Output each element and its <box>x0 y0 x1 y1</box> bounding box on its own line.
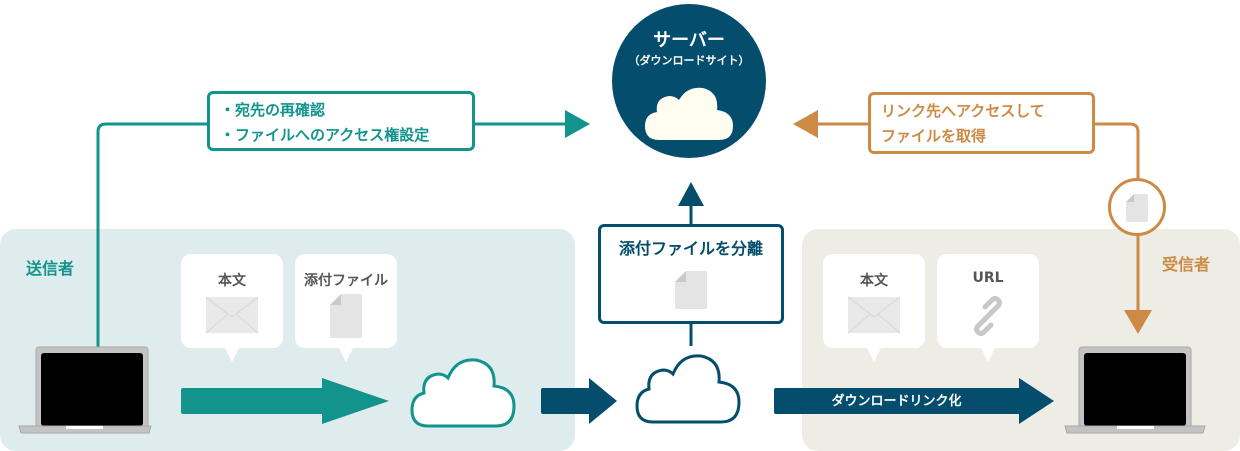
receiver-label: 受信者 <box>1162 255 1211 274</box>
receiver-bubble-body: 本文 <box>823 254 925 362</box>
server-subtitle: （ダウンロードサイト） <box>628 54 750 67</box>
receiver-flow-line <box>818 122 1140 312</box>
receiver-callout-line-1: リンク先へアクセスして <box>881 102 1045 120</box>
sender-bubble-attachment: 添付ファイル <box>295 254 397 362</box>
sender-callout-line-2: ・ファイルへのアクセス権設定 <box>220 126 430 144</box>
server-title: サーバー <box>653 30 725 51</box>
receiver-flow-arrowhead-left <box>793 110 818 138</box>
cloud-icon <box>645 87 733 140</box>
sender-bubble-body: 本文 <box>181 254 283 362</box>
file-icon <box>675 271 707 309</box>
bubble-title: 本文 <box>218 273 246 289</box>
relay-cloud-icon <box>635 354 741 424</box>
receiver-callout: リンク先へアクセスして ファイルを取得 <box>868 92 1095 154</box>
sender-callout: ・宛先の再確認 ・ファイルへのアクセス権設定 <box>207 91 475 151</box>
receiver-flow-arrowhead-down <box>1124 310 1152 334</box>
envelope-icon <box>847 296 901 334</box>
sender-callout-line-1: ・宛先の再確認 <box>220 101 326 119</box>
receiver-bubble-url: URL <box>937 254 1039 362</box>
bubble-title: URL <box>972 270 1004 286</box>
receiver-laptop-base <box>1064 425 1206 434</box>
link-icon <box>974 296 1002 336</box>
separator-flow-arrowhead <box>678 182 704 206</box>
bubble-title: 本文 <box>860 273 888 289</box>
download-link-label: ダウンロードリンク化 <box>831 394 962 409</box>
separator-box: 添付ファイルを分離 <box>598 224 784 324</box>
server-node: サーバー （ダウンロードサイト） <box>612 4 766 158</box>
download-link-arrow-shape <box>774 378 1054 424</box>
file-icon <box>1126 194 1148 222</box>
sender-mail-cloud-icon <box>410 358 516 428</box>
bubble-title: 添付ファイル <box>304 273 388 289</box>
separator-label: 添付ファイルを分離 <box>618 239 763 258</box>
sender-flow-line <box>96 122 565 348</box>
receiver-callout-line-2: ファイルを取得 <box>881 127 987 145</box>
sender-flow-arrowhead <box>565 110 590 138</box>
download-file-node <box>1108 178 1166 236</box>
sender-label: 送信者 <box>26 259 75 278</box>
relay-arrow <box>541 378 617 424</box>
send-arrow <box>181 378 389 424</box>
receiver-laptop-icon <box>1078 346 1192 434</box>
file-icon <box>330 294 362 338</box>
sender-laptop-base <box>18 425 152 434</box>
sender-laptop-icon <box>35 346 149 434</box>
download-link-arrow: ダウンロードリンク化 <box>774 378 1056 424</box>
envelope-icon <box>205 296 259 334</box>
